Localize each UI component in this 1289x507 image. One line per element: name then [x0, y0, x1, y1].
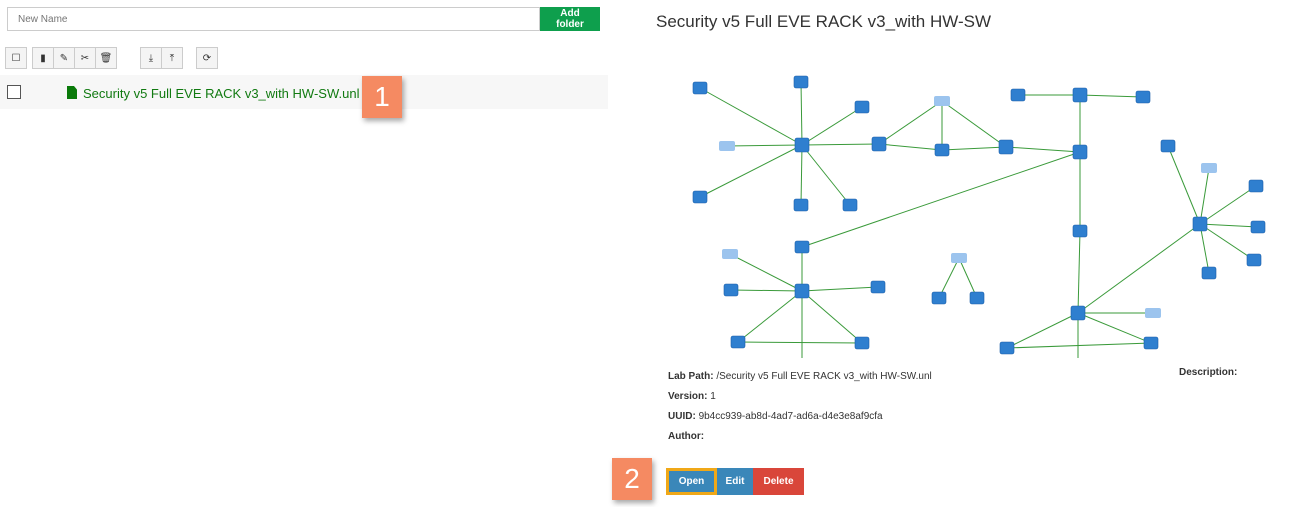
- topology-link: [1006, 342, 1152, 349]
- topology-link: [878, 100, 943, 145]
- device-node-icon: [1201, 266, 1217, 280]
- device-node-icon: [723, 283, 739, 297]
- device-node-icon: [1072, 144, 1088, 160]
- device-node-icon: [842, 198, 858, 212]
- topology-link: [730, 289, 803, 292]
- device-node-icon: [854, 336, 870, 350]
- export-icon[interactable]: ⤒: [161, 47, 183, 69]
- topology-link: [737, 341, 863, 344]
- device-node-icon: [854, 100, 870, 114]
- callout-1: 1: [362, 76, 402, 118]
- device-node-icon: [794, 283, 810, 299]
- device-node-icon: [793, 75, 809, 89]
- device-node-icon: [1010, 88, 1026, 102]
- topology-link: [801, 106, 863, 146]
- device-node-icon: [1070, 305, 1086, 321]
- file-icon: [67, 86, 77, 99]
- topology-link: [801, 286, 879, 292]
- new-folder-name-input[interactable]: [7, 7, 540, 31]
- lab-path: /Security v5 Full EVE RACK v3_with HW-SW…: [716, 371, 932, 382]
- edit-button[interactable]: Edit: [717, 468, 753, 495]
- device-node-icon: [999, 341, 1015, 355]
- lab-title: Security v5 Full EVE RACK v3_with HW-SW: [656, 12, 992, 31]
- author-label: Author:: [668, 431, 705, 442]
- topology-link: [800, 81, 803, 146]
- delete-button[interactable]: Delete: [753, 468, 804, 495]
- topology-link: [1199, 223, 1255, 261]
- open-button[interactable]: Open: [666, 468, 717, 495]
- topology-link: [699, 87, 803, 146]
- add-folder-button[interactable]: Add folder: [540, 7, 600, 31]
- device-node-icon: [1246, 253, 1262, 267]
- device-node-icon: [871, 136, 887, 152]
- refresh-icon[interactable]: ⟳: [196, 47, 218, 69]
- uuid-label: UUID:: [668, 411, 696, 422]
- trash-icon[interactable]: 🗑: [95, 47, 117, 69]
- cloud-node-icon: [719, 141, 735, 151]
- topology-link: [1199, 185, 1257, 225]
- callout-2: 2: [612, 458, 652, 500]
- description-label: Description:: [1179, 367, 1238, 378]
- topology-link: [1199, 167, 1210, 225]
- topology-link: [1199, 223, 1210, 274]
- device-node-icon: [730, 335, 746, 349]
- topology-link: [737, 290, 803, 343]
- import-icon[interactable]: ⤓: [140, 47, 162, 69]
- cloud-node-icon: [934, 96, 950, 106]
- topology-link: [800, 144, 803, 206]
- topology-link: [1077, 223, 1201, 314]
- cloud-node-icon: [1145, 308, 1161, 318]
- topology-link: [1199, 223, 1259, 228]
- device-node-icon: [1143, 336, 1159, 350]
- device-node-icon: [870, 280, 886, 294]
- topology-link: [1005, 146, 1081, 153]
- device-node-icon: [1192, 216, 1208, 232]
- topology-link: [729, 253, 803, 292]
- device-node-icon: [1072, 224, 1088, 238]
- uuid: 9b4cc939-ab8d-4ad7-ad6a-d4e3e8af9cfa: [698, 411, 883, 422]
- device-node-icon: [1160, 139, 1176, 153]
- device-node-icon: [1250, 220, 1266, 234]
- topology-link: [801, 143, 880, 146]
- device-node-icon: [934, 143, 950, 157]
- device-node-icon: [1135, 90, 1151, 104]
- device-node-icon: [793, 198, 809, 212]
- device-node-icon: [931, 291, 947, 305]
- device-node-icon: [692, 81, 708, 95]
- lab-path-label: Lab Path:: [668, 371, 714, 382]
- topology-link: [1077, 230, 1081, 314]
- topology-link: [726, 144, 803, 147]
- cloud-node-icon: [722, 249, 738, 259]
- device-node-icon: [1072, 87, 1088, 103]
- device-node-icon: [969, 291, 985, 305]
- device-node-icon: [794, 240, 810, 254]
- version: 1: [710, 391, 716, 402]
- device-node-icon: [1248, 179, 1264, 193]
- file-checkbox[interactable]: [7, 85, 21, 99]
- select-all-icon[interactable]: ☐: [5, 47, 27, 69]
- topology-link: [801, 151, 1081, 248]
- topology-link: [938, 257, 960, 299]
- device-node-icon: [692, 190, 708, 204]
- file-name-link[interactable]: Security v5 Full EVE RACK v3_with HW-SW.…: [83, 86, 360, 101]
- topology-link: [958, 257, 978, 299]
- version-label: Version:: [668, 391, 708, 402]
- topology-link: [941, 100, 1007, 148]
- topology-link: [1077, 312, 1152, 344]
- device-node-icon: [998, 139, 1014, 155]
- file-row[interactable]: [0, 75, 608, 109]
- topology-link: [699, 144, 803, 198]
- topology-link: [878, 143, 943, 151]
- device-node-icon: [794, 137, 810, 153]
- topology-link: [801, 144, 851, 206]
- cloud-node-icon: [1201, 163, 1217, 173]
- topology-link: [1167, 145, 1201, 225]
- topology-link: [1079, 94, 1144, 98]
- cloud-node-icon: [951, 253, 967, 263]
- pencil-icon[interactable]: ✎: [53, 47, 75, 69]
- topology-link: [801, 290, 863, 344]
- topology-link: [941, 146, 1007, 151]
- topology-link: [1006, 312, 1079, 349]
